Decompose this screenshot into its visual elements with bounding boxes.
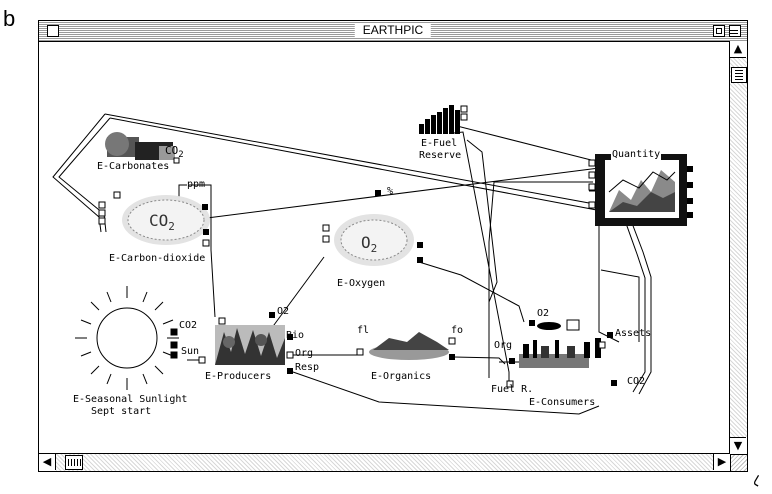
- fuel-reserve-label-2: Reserve: [419, 150, 462, 161]
- consumers-o2-port: O2: [537, 308, 550, 319]
- quantity-label: Quantity: [611, 149, 662, 160]
- producers-bio-port: Bio: [286, 330, 305, 341]
- sunlight-sun-port: Sun: [181, 346, 200, 357]
- producers-o2-port: O2: [277, 306, 290, 317]
- sunlight-label-1: E-Seasonal Sunlight: [73, 394, 188, 405]
- title-bar[interactable]: EARTHPIC: [39, 21, 747, 42]
- producers-org-port: Org: [295, 348, 314, 359]
- sun-drawing[interactable]: [75, 286, 206, 390]
- oxygen-percent-port: %: [387, 186, 394, 197]
- consumers-label: E-Consumers: [529, 397, 596, 408]
- vertical-scroll-track[interactable]: [730, 58, 747, 437]
- organics-fl-port: fl: [357, 325, 370, 336]
- horizontal-scroll-track[interactable]: [56, 454, 713, 471]
- fuel-reserve-label-1: E-Fuel: [421, 138, 458, 149]
- quantity-graph[interactable]: [588, 154, 693, 226]
- oxygen-label: E-Oxygen: [337, 278, 386, 289]
- close-box-icon[interactable]: [47, 25, 59, 37]
- consumers-co2-port: CO2: [627, 376, 646, 387]
- organics-fo-port: fo: [451, 325, 464, 336]
- sunlight-label-2: Sept start: [91, 406, 152, 417]
- collapse-box-icon[interactable]: [729, 25, 741, 37]
- producers-label: E-Producers: [205, 371, 272, 382]
- producers-plants[interactable]: [215, 312, 294, 374]
- carbonates-block[interactable]: CO2: [105, 132, 184, 164]
- window-title: EARTHPIC: [354, 23, 432, 38]
- organics-label: E-Organics: [371, 371, 432, 382]
- vertical-scroll-thumb[interactable]: [731, 67, 747, 83]
- consumers-org-port: Org: [494, 340, 513, 351]
- panel-letter: b: [3, 6, 16, 31]
- consumers-drawing[interactable]: [506, 319, 617, 388]
- carbon-dioxide-blob[interactable]: CO2: [98, 191, 210, 247]
- co2-ppm-port-label: ppm: [187, 179, 206, 190]
- model-diagram: CO2 CO2: [52, 105, 693, 415]
- producers-resp-port: Resp: [295, 362, 320, 373]
- oxygen-blob[interactable]: O2: [322, 190, 423, 266]
- model-canvas[interactable]: CO2 CO2: [39, 42, 729, 453]
- scroll-right-arrow-icon[interactable]: ▶: [713, 454, 730, 470]
- consumers-assets-port: Assets: [615, 328, 652, 339]
- organics-drawing[interactable]: [356, 332, 456, 360]
- scroll-left-arrow-icon[interactable]: ◀: [39, 454, 56, 470]
- consumers-fuel-port: Fuel R.: [491, 384, 534, 395]
- carbon-dioxide-label: E-Carbon-dioxide: [109, 253, 206, 264]
- carbonates-label: E-Carbonates: [97, 161, 170, 172]
- producers-co2-port: CO2: [179, 320, 198, 331]
- horizontal-scroll-thumb[interactable]: [65, 455, 83, 470]
- vertical-scrollbar[interactable]: ▲ ▼: [729, 41, 747, 454]
- model-window: EARTHPIC: [38, 20, 748, 472]
- fuel-reserve-chart[interactable]: [419, 105, 468, 134]
- scroll-down-arrow-icon[interactable]: ▼: [730, 437, 746, 454]
- zoom-box-icon[interactable]: [713, 25, 725, 37]
- scroll-up-arrow-icon[interactable]: ▲: [730, 41, 746, 58]
- horizontal-scrollbar[interactable]: ◀ ▶: [39, 453, 730, 471]
- resize-grow-box-icon[interactable]: [730, 454, 747, 471]
